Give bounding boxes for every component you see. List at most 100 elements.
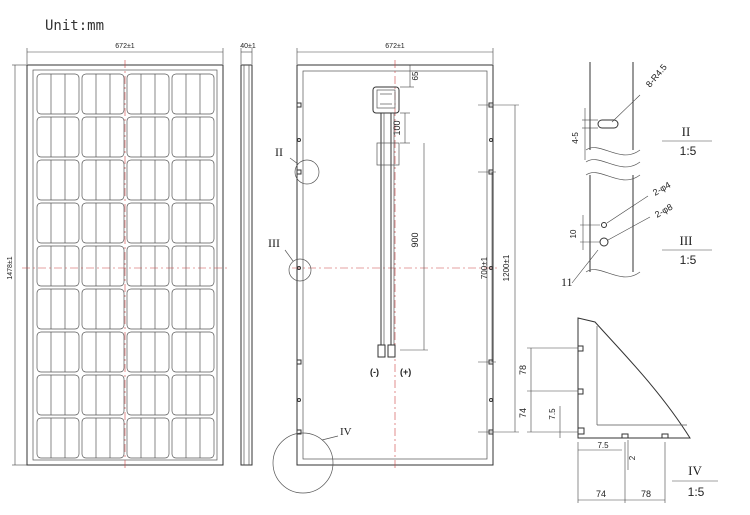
solar-cell [81, 417, 125, 459]
solar-cell [171, 202, 215, 244]
solar-cell [36, 331, 80, 373]
slot-dim: 8-R4.5 [644, 62, 669, 89]
detail-IV-78h: 78 [641, 489, 651, 499]
solar-cell [171, 374, 215, 416]
detail-IV-2: 2 [628, 455, 637, 460]
solar-cell [81, 331, 125, 373]
solar-cell [171, 73, 215, 115]
solar-cell [36, 159, 80, 201]
corner-profile [577, 317, 691, 439]
detail-IV-74h: 74 [596, 489, 606, 499]
detail-II-scale: 1:5 [680, 144, 697, 158]
side-view: 40±1 [240, 43, 256, 466]
mounting-hole [296, 102, 302, 108]
solar-cell [81, 73, 125, 115]
slot-II [597, 119, 619, 129]
solar-cell [36, 73, 80, 115]
solar-cell [126, 245, 170, 287]
detail-II-title: II [682, 124, 691, 139]
detail-IV-title: IV [688, 463, 702, 478]
solar-cell [36, 245, 80, 287]
back-view: 672±1 (-) (+) 65 100 900 700±1 [268, 43, 519, 494]
detail-IV-78v: 78 [518, 365, 528, 375]
connector-negative [377, 344, 386, 358]
ground-hole [297, 398, 301, 402]
solar-cell [81, 116, 125, 158]
detail-III-title: III [680, 233, 693, 248]
top-offset-dim: 65 [411, 71, 420, 80]
ground-hole [489, 138, 493, 142]
callout-IV-circle [272, 432, 334, 494]
solar-cell [171, 417, 215, 459]
solar-cell [126, 374, 170, 416]
hole2-dim: 2-φ8 [653, 202, 674, 220]
callout-IV-label: IV [340, 426, 352, 438]
ground-hole [297, 138, 301, 142]
mounting-hole [296, 429, 302, 435]
hole1-dim: 2-φ4 [651, 180, 672, 198]
depth-label: 11 [561, 275, 573, 289]
ground-hole [489, 266, 493, 270]
side-frame [240, 64, 253, 466]
solar-cell [81, 159, 125, 201]
solar-cell [36, 417, 80, 459]
solar-cell [126, 288, 170, 330]
side-thickness-dim: 40±1 [240, 43, 256, 50]
back-width-dim: 672±1 [385, 43, 405, 50]
solar-cell [36, 116, 80, 158]
slot-size-dim: 4-5 [571, 132, 580, 144]
mount-spacing-dim: 1200±1 [502, 254, 511, 281]
detail-IV: 78 74 7.5 7.5 2 74 78 IV 1:5 [518, 317, 718, 503]
solar-cell [126, 116, 170, 158]
solar-cell [126, 73, 170, 115]
callout-III-label: III [268, 236, 280, 250]
front-view: 672±1 1478±1 [7, 43, 228, 470]
cell-grid [36, 73, 215, 459]
solar-cell [126, 202, 170, 244]
solar-cell [171, 159, 215, 201]
solar-cell [81, 202, 125, 244]
detail-III-scale: 1:5 [680, 253, 697, 267]
solar-cell [81, 374, 125, 416]
unit-label: Unit:mm [45, 18, 104, 34]
ground-hole [297, 266, 301, 270]
solar-cell [171, 288, 215, 330]
solar-cell [36, 202, 80, 244]
solar-cell [171, 331, 215, 373]
solar-cell [126, 331, 170, 373]
callout-II-circle [294, 159, 320, 185]
connector-positive [387, 344, 396, 358]
solar-cell [36, 288, 80, 330]
hole-spacing-dim: 10 [569, 229, 578, 238]
callout-III-circle [288, 258, 312, 282]
hole-small [601, 222, 607, 228]
detail-IV-74v: 74 [518, 408, 528, 418]
box-dim: 100 [392, 120, 402, 135]
front-width-dim: 672±1 [115, 43, 135, 50]
negative-label: (-) [370, 367, 379, 377]
solar-cell [81, 288, 125, 330]
solar-cell [171, 116, 215, 158]
cable-clip [376, 142, 400, 166]
junction-box [372, 86, 400, 114]
solar-cell [126, 159, 170, 201]
positive-label: (+) [400, 367, 411, 377]
hole-spacing-dim: 700±1 [480, 256, 489, 279]
detail-IV-7-5v: 7.5 [548, 408, 557, 420]
solar-cell [36, 374, 80, 416]
detail-IV-scale: 1:5 [688, 485, 705, 499]
solar-cell [171, 245, 215, 287]
detail-III: 2-φ4 2-φ8 10 11 III 1:5 [561, 172, 712, 289]
hole-large [599, 237, 609, 247]
mounting-hole [296, 169, 302, 175]
cable-dim: 900 [410, 232, 420, 247]
detail-IV-7-5h: 7.5 [597, 441, 609, 450]
mounting-hole [296, 359, 302, 365]
ground-hole [489, 398, 493, 402]
callout-II-label: II [275, 145, 283, 159]
solar-cell [126, 417, 170, 459]
front-height-dim: 1478±1 [7, 256, 14, 279]
solar-cell [81, 245, 125, 287]
detail-II: 8-R4.5 4-5 II 1:5 [571, 62, 712, 168]
